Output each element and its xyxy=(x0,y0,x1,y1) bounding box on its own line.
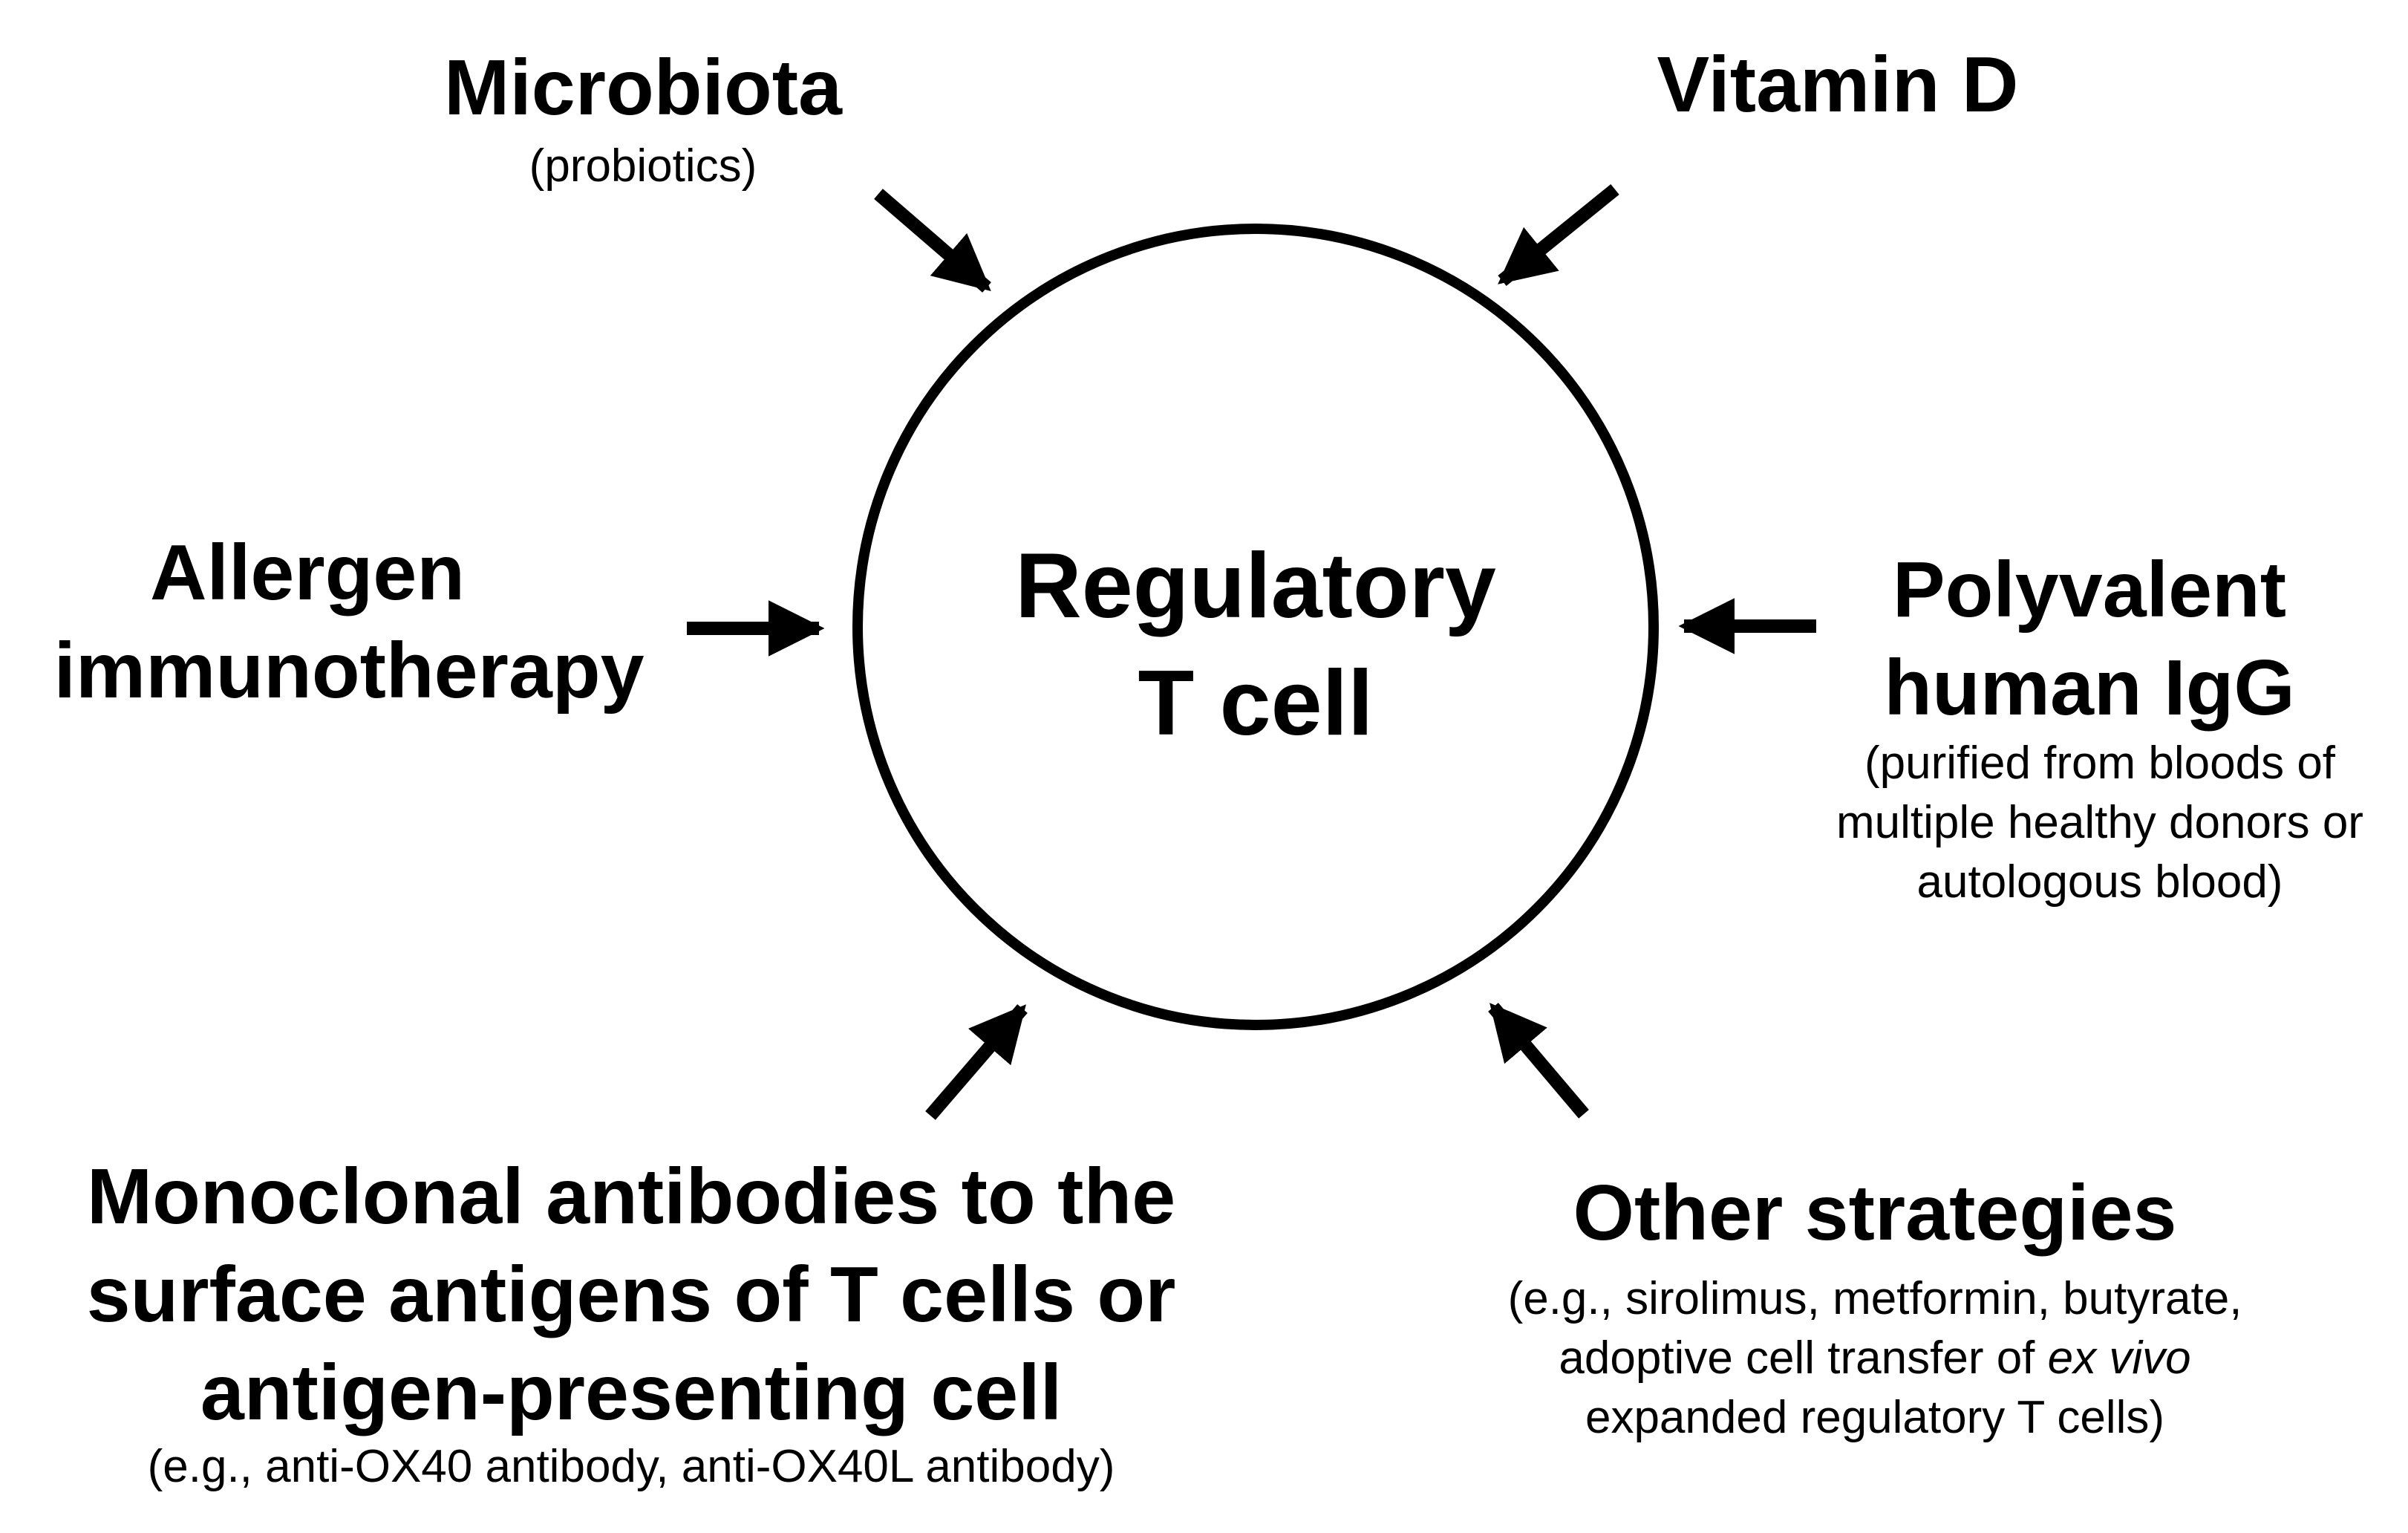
microbiota-arrow xyxy=(874,189,991,293)
microbiota-block: Microbiota (probiotics) xyxy=(346,39,940,196)
monoclonal-block: Monoclonal antibodies to the surface ant… xyxy=(15,1148,1247,1497)
monoclonal-arrow xyxy=(925,1004,1028,1120)
monoclonal-line3: antigen-presenting cell xyxy=(200,1349,1063,1436)
ivig-block: Polyvalent human IgG (purified from bloo… xyxy=(1795,541,2404,912)
vitamin-d-arrow xyxy=(1498,184,1619,286)
center-label-line1: Regulatory xyxy=(1015,535,1496,637)
allergen-line2: immunotherapy xyxy=(53,627,645,715)
monoclonal-line2: surface antigens of T cells or xyxy=(86,1251,1176,1338)
microbiota-subtitle: (probiotics) xyxy=(529,140,757,192)
ivig-line1: Polyvalent xyxy=(1892,546,2287,634)
other-strategies-sub3: expanded regulatory T cells) xyxy=(1585,1392,2165,1443)
other-strategies-sub2-text: adoptive cell transfer of xyxy=(1559,1332,2048,1384)
microbiota-title: Microbiota xyxy=(444,44,842,131)
vitamin-d-block: Vitamin D xyxy=(1541,36,2135,134)
other-strategies-sub2: adoptive cell transfer of ex vivo xyxy=(1485,1329,2265,1388)
other-strategies-title: Other strategies xyxy=(1573,1169,2177,1257)
vitamin-d-title: Vitamin D xyxy=(1657,41,2019,128)
ivig-sub3: autologous blood) xyxy=(1916,856,2283,908)
monoclonal-line1: Monoclonal antibodies to the xyxy=(86,1153,1176,1240)
allergen-line1: Allergen xyxy=(149,529,466,616)
other-strategies-sub2-italic: ex vivo xyxy=(2047,1332,2191,1384)
ivig-line2: human IgG xyxy=(1884,644,2295,732)
center-label: Regulatory T cell xyxy=(959,527,1553,762)
regulatory-t-cell-circle xyxy=(852,224,1659,1030)
other-strategies-block: Other strategies (e.g., sirolimus, metfo… xyxy=(1485,1164,2265,1448)
allergen-block: Allergen immunotherapy xyxy=(15,524,683,720)
ivig-sub1: (purified from bloods of xyxy=(1864,738,2336,789)
other-strategies-arrow xyxy=(1488,1003,1589,1119)
center-label-line2: T cell xyxy=(1138,652,1374,755)
ivig-sub2: multiple healthy donors or xyxy=(1836,797,2363,848)
other-strategies-sub1: (e.g., sirolimus, metformin, butyrate, xyxy=(1507,1273,2242,1324)
monoclonal-sub: (e.g., anti-OX40 antibody, anti-OX40L an… xyxy=(147,1441,1115,1492)
